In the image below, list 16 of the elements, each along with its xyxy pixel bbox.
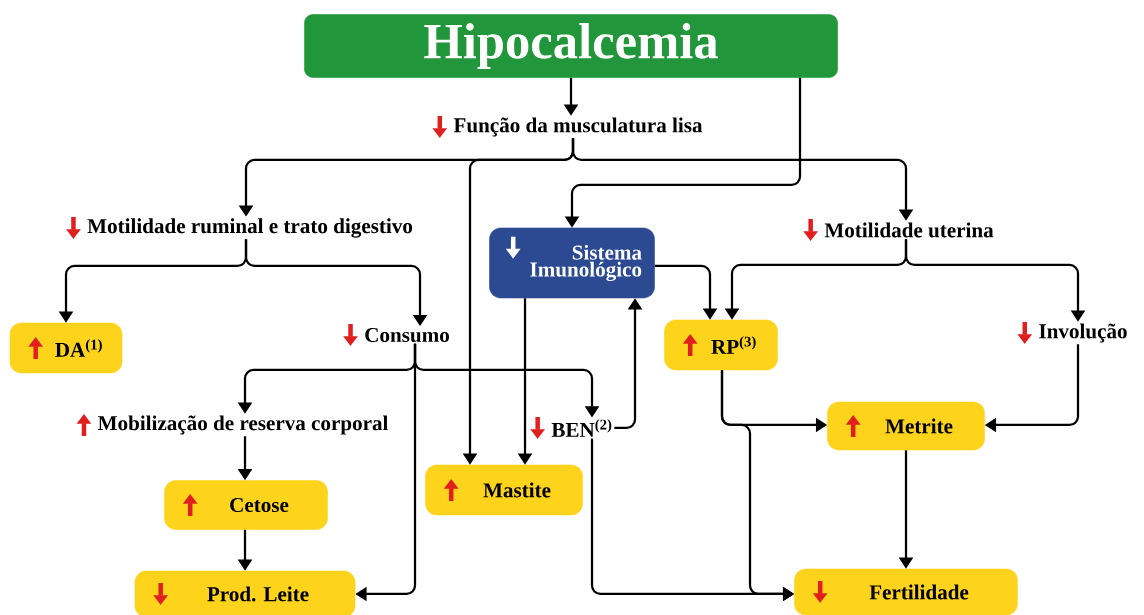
outcome-box: Fertilidade xyxy=(794,568,1018,615)
effect-text: Consumo xyxy=(365,327,449,343)
outcome-box: Prod. Leite xyxy=(134,570,356,615)
outcome-box: RP$^{(3)}$ xyxy=(664,319,778,371)
outcome-box: Cetose xyxy=(164,480,328,530)
system-box: Sistema Imunológico xyxy=(489,227,655,299)
outcome-box: DA$^{(1)}$ xyxy=(9,322,123,374)
outcome-box: Mastite xyxy=(425,464,583,516)
effect-text: Motilidade ruminal e trato digestivo xyxy=(87,218,413,238)
effect-text: BEN$^{(2)}$ xyxy=(551,419,612,437)
effect-text: Motilidade uterina xyxy=(824,222,994,238)
outcome-box: Metrite xyxy=(827,401,985,451)
effect-text: Função da musculatura lisa xyxy=(453,117,703,137)
title-box: Hipocalcemia xyxy=(304,14,838,78)
effect-text: Mobilização de reserva corporal xyxy=(98,415,388,435)
effect-text: Involução xyxy=(1039,323,1127,343)
